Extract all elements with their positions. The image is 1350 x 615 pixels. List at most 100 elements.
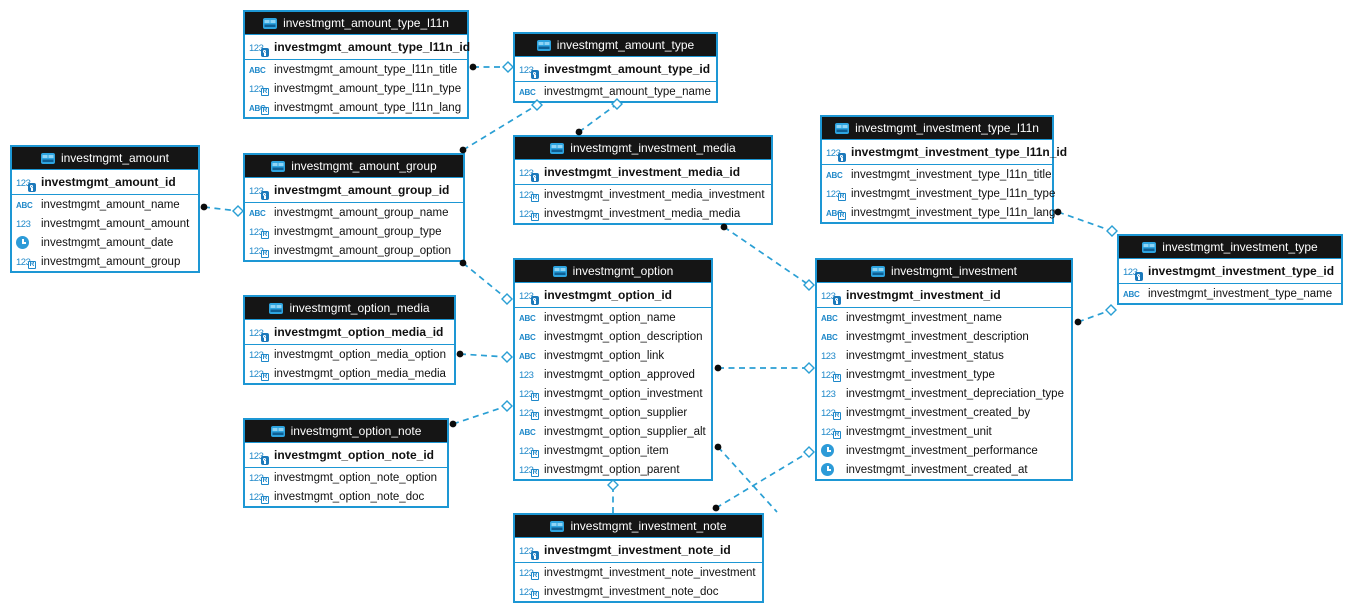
field-row[interactable]: investmgmt_option_media_option	[245, 345, 454, 364]
relationship-amount-group-to-option[interactable]	[462, 262, 508, 300]
field-row[interactable]: investmgmt_investment_unit	[817, 422, 1071, 441]
field-row[interactable]: investmgmt_amount_group_type	[245, 222, 463, 241]
relationship-amount-to-amount-group[interactable]	[203, 206, 239, 212]
field-name: investmgmt_option_media_option	[274, 348, 446, 361]
relationship-option-media-to-option[interactable]	[459, 353, 508, 358]
table-investmgmt-investment[interactable]: investmgmt_investment investmgmt_investm…	[815, 258, 1073, 481]
field-row[interactable]: investmgmt_option_item	[515, 441, 711, 460]
field-row[interactable]: investmgmt_option_note_option	[245, 468, 447, 487]
table-header[interactable]: investmgmt_option_note	[245, 420, 447, 443]
type-glyph	[821, 463, 834, 476]
table-investmgmt-investment-note[interactable]: investmgmt_investment_note investmgmt_in…	[513, 513, 764, 603]
table-header[interactable]: investmgmt_option	[515, 260, 711, 283]
table-investmgmt-investment-media[interactable]: investmgmt_investment_media investmgmt_i…	[513, 135, 773, 225]
table-header[interactable]: investmgmt_investment_type_l11n	[822, 117, 1052, 140]
field-row[interactable]: investmgmt_option_media_media	[245, 364, 454, 383]
field-row[interactable]: investmgmt_amount_type_name	[515, 82, 716, 101]
field-row[interactable]: investmgmt_investment_media_media	[515, 204, 771, 223]
field-name: investmgmt_option_supplier	[544, 406, 688, 419]
table-header[interactable]: investmgmt_amount_group	[245, 155, 463, 178]
field-row[interactable]: investmgmt_option_investment	[515, 384, 711, 403]
field-row[interactable]: investmgmt_amount_group_option	[245, 241, 463, 260]
field-row[interactable]: investmgmt_amount_type_l11n_title	[245, 60, 467, 79]
field-row[interactable]: investmgmt_amount_date	[12, 233, 198, 252]
table-investmgmt-amount-type-l11n[interactable]: investmgmt_amount_type_l11n investmgmt_a…	[243, 10, 470, 119]
table-header[interactable]: investmgmt_amount	[12, 147, 198, 170]
field-row[interactable]: investmgmt_investment_note_doc	[515, 582, 762, 601]
field-name: investmgmt_amount_group_name	[274, 206, 449, 219]
relationship-option-note-to-option[interactable]	[452, 405, 508, 425]
table-header[interactable]: investmgmt_investment_type	[1119, 236, 1341, 259]
field-row[interactable]: investmgmt_option_name	[515, 308, 711, 327]
table-header[interactable]: investmgmt_option_media	[245, 297, 454, 320]
table-header[interactable]: investmgmt_investment_media	[515, 137, 771, 160]
field-name: investmgmt_investment_type_l11n_id	[851, 145, 1068, 159]
field-row[interactable]: investmgmt_option_note_doc	[245, 487, 447, 506]
field-row[interactable]: investmgmt_option_note_id	[245, 443, 447, 468]
table-header[interactable]: investmgmt_amount_type_l11n	[245, 12, 467, 35]
field-row[interactable]: investmgmt_option_supplier_alt	[515, 422, 711, 441]
field-row[interactable]: investmgmt_amount_group	[12, 252, 198, 271]
field-row[interactable]: investmgmt_investment_name	[817, 308, 1071, 327]
field-row[interactable]: investmgmt_investment_performance	[817, 441, 1071, 460]
field-row[interactable]: investmgmt_option_approved	[515, 365, 711, 384]
numeric-pk-icon	[519, 160, 539, 184]
relationship-investment-media-to-amount-type[interactable]	[578, 103, 618, 133]
table-name: investmgmt_investment_type_l11n	[855, 121, 1039, 135]
field-row[interactable]: investmgmt_amount_type_l11n_id	[245, 35, 470, 60]
relationship-amount-group-to-amount-type[interactable]	[462, 104, 538, 151]
field-row[interactable]: investmgmt_option_id	[515, 283, 711, 308]
field-row[interactable]: investmgmt_investment_id	[817, 283, 1071, 308]
table-investmgmt-amount[interactable]: investmgmt_amount investmgmt_amount_id i…	[10, 145, 200, 273]
relationship-investment-to-investment-type[interactable]	[1077, 309, 1112, 323]
field-row[interactable]: investmgmt_investment_created_by	[817, 403, 1071, 422]
field-row[interactable]: investmgmt_investment_type_l11n_lang	[822, 203, 1055, 222]
field-row[interactable]: investmgmt_investment_type	[817, 365, 1071, 384]
field-row[interactable]: investmgmt_investment_note_id	[515, 538, 762, 563]
field-row[interactable]: investmgmt_amount_id	[12, 170, 198, 195]
field-row[interactable]: investmgmt_amount_amount	[12, 214, 198, 233]
table-header[interactable]: investmgmt_investment_note	[515, 515, 762, 538]
table-investmgmt-amount-type[interactable]: investmgmt_amount_type investmgmt_amount…	[513, 32, 718, 103]
field-row[interactable]: investmgmt_amount_group_id	[245, 178, 463, 203]
numeric-icon	[16, 214, 36, 233]
table-name: investmgmt_amount_group	[291, 159, 437, 173]
relationship-option-to-investment-note[interactable]	[717, 446, 778, 513]
field-row[interactable]: investmgmt_investment_type_id	[1119, 259, 1341, 284]
relationship-investment-type-l11n-to-investment-type[interactable]	[1057, 211, 1113, 232]
field-row[interactable]: investmgmt_investment_media_id	[515, 160, 771, 185]
field-row[interactable]: investmgmt_amount_group_name	[245, 203, 463, 222]
field-row[interactable]: investmgmt_investment_note_investment	[515, 563, 762, 582]
field-row[interactable]: investmgmt_option_media_id	[245, 320, 454, 345]
field-row[interactable]: investmgmt_amount_name	[12, 195, 198, 214]
field-name: investmgmt_investment_status	[846, 349, 1004, 362]
field-row[interactable]: investmgmt_investment_created_at	[817, 460, 1071, 479]
table-header[interactable]: investmgmt_investment	[817, 260, 1071, 283]
field-row[interactable]: investmgmt_investment_type_name	[1119, 284, 1341, 303]
field-row[interactable]: investmgmt_option_link	[515, 346, 711, 365]
field-row[interactable]: investmgmt_option_description	[515, 327, 711, 346]
field-row[interactable]: investmgmt_option_parent	[515, 460, 711, 479]
table-investmgmt-investment-type[interactable]: investmgmt_investment_type investmgmt_in…	[1117, 234, 1343, 305]
relationship-investment-note-to-investment[interactable]	[715, 451, 810, 509]
table-investmgmt-option-media[interactable]: investmgmt_option_media investmgmt_optio…	[243, 295, 456, 385]
relationship-investment-media-to-investment[interactable]	[723, 226, 810, 286]
field-name: investmgmt_investment_id	[846, 288, 1001, 302]
fk-icon	[838, 212, 846, 220]
field-row[interactable]: investmgmt_investment_type_l11n_title	[822, 165, 1052, 184]
field-row[interactable]: investmgmt_option_supplier	[515, 403, 711, 422]
field-row[interactable]: investmgmt_investment_depreciation_type	[817, 384, 1071, 403]
field-row[interactable]: investmgmt_investment_media_investment	[515, 185, 771, 204]
table-investmgmt-option-note[interactable]: investmgmt_option_note investmgmt_option…	[243, 418, 449, 508]
field-row[interactable]: investmgmt_amount_type_id	[515, 57, 716, 82]
field-row[interactable]: investmgmt_investment_type_l11n_type	[822, 184, 1055, 203]
table-investmgmt-investment-type-l11n[interactable]: investmgmt_investment_type_l11n investmg…	[820, 115, 1067, 224]
table-header[interactable]: investmgmt_amount_type	[515, 34, 716, 57]
field-row[interactable]: investmgmt_investment_status	[817, 346, 1071, 365]
field-row[interactable]: investmgmt_investment_type_l11n_id	[822, 140, 1067, 165]
field-row[interactable]: investmgmt_investment_description	[817, 327, 1071, 346]
field-row[interactable]: investmgmt_amount_type_l11n_lang	[245, 98, 467, 117]
table-investmgmt-option[interactable]: investmgmt_option investmgmt_option_id i…	[513, 258, 713, 481]
table-investmgmt-amount-group[interactable]: investmgmt_amount_group investmgmt_amoun…	[243, 153, 465, 262]
field-row[interactable]: investmgmt_amount_type_l11n_type	[245, 79, 467, 98]
